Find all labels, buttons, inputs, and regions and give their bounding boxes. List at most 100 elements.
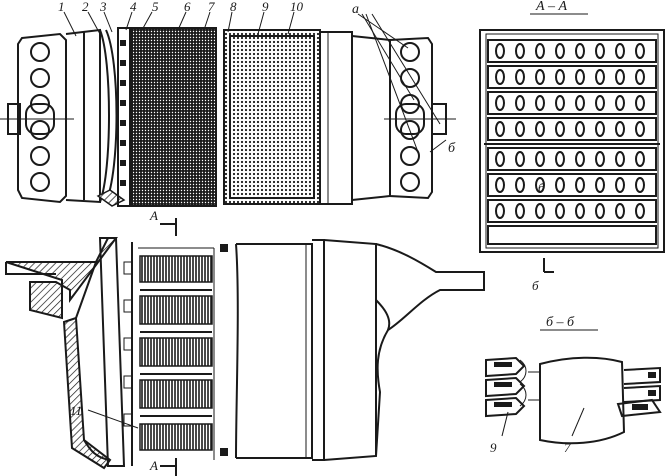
tube-oval [595,151,605,167]
section-bb-right-stack [616,366,662,418]
tube-oval [515,95,525,111]
tube-oval [635,43,645,59]
callout-11: 11 [70,403,139,429]
top-callout-leaders [63,11,447,153]
tube-oval [595,203,605,219]
callout-6: 6 [184,0,191,14]
section-bb-tube-body [539,356,626,445]
tube-oval [495,177,505,193]
tube-oval [635,177,645,193]
tube-oval [555,69,565,85]
section-aa-b-cut: б [532,258,554,293]
svg-text:11: 11 [70,403,82,418]
left-flange-holes [30,42,50,192]
tube-oval [575,151,585,167]
callout-10: 10 [290,0,304,14]
section-bb-left-stack [485,356,527,418]
break-line-markers [220,244,228,456]
tube-oval [555,177,565,193]
tube-oval [575,177,585,193]
tube-oval [595,95,605,111]
tube-oval [635,95,645,111]
section-bb-callouts: 9 7 [490,407,585,455]
tube-oval [495,43,505,59]
tube-oval [595,69,605,85]
tube-oval [575,69,585,85]
svg-text:б: б [532,278,539,293]
section-bb: б – б 9 7 [485,315,662,455]
tube-oval [575,121,585,137]
tube-oval [595,121,605,137]
callout-5: 5 [152,0,159,14]
section-mark-a-bottom: А [149,458,177,476]
tube-oval [515,69,525,85]
tube-oval [555,43,565,59]
section-aa-b-mark: б [538,169,560,195]
section-aa-title: А – А [535,0,568,14]
tube-oval [575,203,585,219]
right-flange-holes [400,42,420,192]
tube-oval [575,43,585,59]
callout-9: 9 [262,0,269,14]
callout-2: 2 [82,0,89,14]
callout-4: 4 [130,0,137,14]
tube-oval [555,95,565,111]
tube-ends-column [120,40,126,186]
tube-oval [635,203,645,219]
svg-text:б: б [538,180,545,195]
tube-oval [615,177,625,193]
tube-oval [515,121,525,137]
tube-oval [575,95,585,111]
callout-9-bb: 9 [490,440,497,455]
top-callout-labels: 1 2 3 4 5 6 7 8 9 10 а б [58,0,456,156]
tube-oval [515,203,525,219]
callout-3: 3 [99,0,107,14]
left-bracket-hatched [5,237,118,320]
callout-1: 1 [58,0,65,14]
tube-bundle [139,255,213,451]
tube-oval [535,43,545,59]
tube-oval [535,69,545,85]
callout-b-top: б [448,141,456,156]
core-section-mesh [223,29,321,205]
tube-oval [535,177,545,193]
tube-oval [615,95,625,111]
tube-oval [495,151,505,167]
tube-oval [535,121,545,137]
tube-oval [595,43,605,59]
section-bb-title: б – б [546,315,575,330]
tube-oval [555,203,565,219]
tube-oval [615,203,625,219]
tube-oval [495,203,505,219]
left-plate-slots [123,261,133,427]
tube-oval [515,43,525,59]
svg-text:А: А [149,458,158,473]
tube-oval [495,95,505,111]
tube-oval [515,151,525,167]
tube-oval [615,151,625,167]
callout-8: 8 [230,0,237,14]
tube-oval [555,121,565,137]
tube-oval [635,151,645,167]
tube-oval [635,69,645,85]
callout-7: 7 [208,0,215,14]
callout-7-bb: 7 [564,440,571,455]
callout-a: а [352,2,359,17]
tube-oval [635,121,645,137]
tube-oval [495,121,505,137]
core-section-dense [131,27,217,207]
tube-oval [555,151,565,167]
tube-oval [535,203,545,219]
svg-text:А: А [149,208,158,223]
tube-oval [495,69,505,85]
section-aa-tube-rows [484,39,660,245]
section-aa: А – А б б [479,0,665,293]
section-aa-tube-ovals [495,43,645,219]
top-view: 1 2 3 4 5 6 7 8 9 10 а б [0,0,456,207]
tube-oval [595,177,605,193]
section-mark-a-top: А [149,208,177,236]
tube-oval [535,95,545,111]
tube-oval [615,121,625,137]
tube-oval [615,43,625,59]
